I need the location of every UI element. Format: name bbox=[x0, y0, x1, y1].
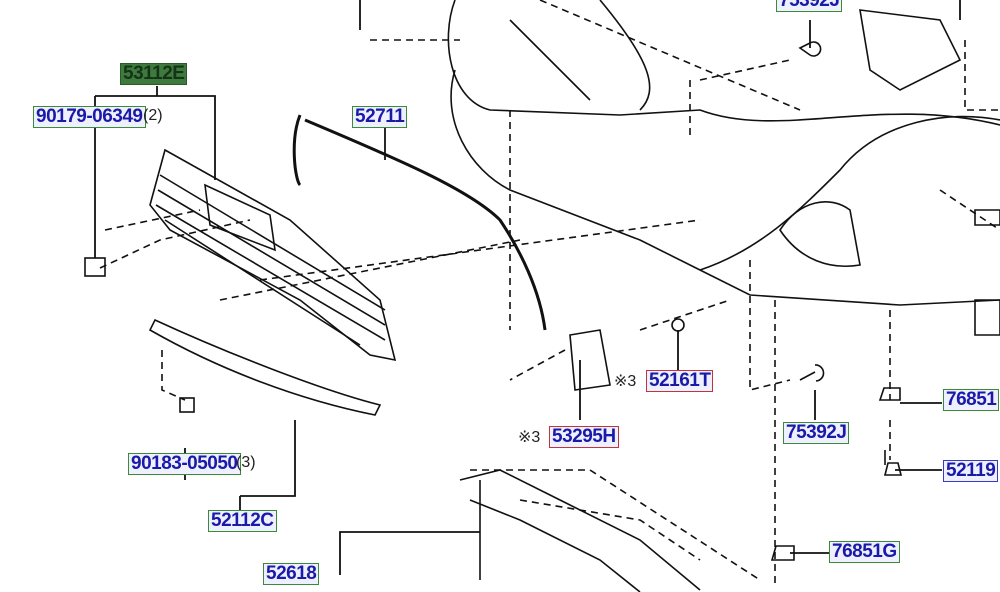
part-label-nut-bottom[interactable]: 76851G bbox=[829, 541, 900, 563]
note-bracket: ※3 bbox=[518, 429, 541, 446]
molding-drawing bbox=[292, 114, 547, 331]
part-label-molding[interactable]: 52711 bbox=[352, 106, 408, 128]
note-retainer: ※3 bbox=[614, 373, 637, 390]
part-label-top-clip[interactable]: 75392J bbox=[776, 0, 843, 12]
fasteners bbox=[84, 9, 1000, 561]
part-label-screw[interactable]: 75392J bbox=[783, 422, 850, 444]
quantity-grille-clip: (2) bbox=[143, 107, 163, 124]
part-label-absorber[interactable]: 52618 bbox=[263, 563, 320, 585]
part-label-retainer[interactable]: 52161T bbox=[646, 370, 714, 392]
lower-molding-drawing bbox=[148, 318, 382, 416]
absorber-drawing bbox=[459, 469, 701, 592]
part-label-bolt-right[interactable]: 52119 bbox=[943, 460, 999, 482]
bumper-cover bbox=[447, 0, 1000, 306]
part-label-lower-clip[interactable]: 90183-05050 bbox=[128, 453, 241, 475]
part-label-lower-molding[interactable]: 52112C bbox=[208, 510, 277, 532]
quantity-lower-clip: (3) bbox=[236, 454, 256, 471]
leader-lines bbox=[94, 0, 961, 575]
part-label-bracket[interactable]: 53295H bbox=[549, 426, 619, 448]
part-label-grille-clip[interactable]: 90179-06349 bbox=[33, 106, 146, 128]
dashed-guides bbox=[99, 0, 1000, 585]
grille-drawing bbox=[149, 148, 397, 362]
part-label-grille-assy[interactable]: 53112E bbox=[120, 63, 188, 85]
part-label-nut-right[interactable]: 76851 bbox=[943, 389, 1000, 411]
